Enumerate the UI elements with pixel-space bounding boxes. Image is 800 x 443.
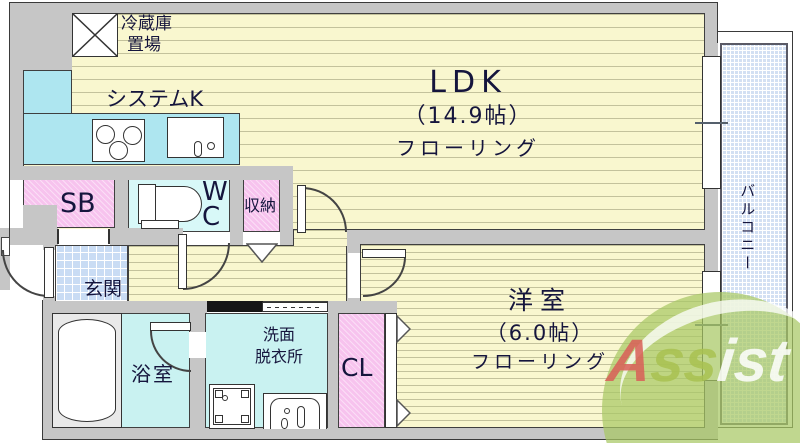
kitchen-counter-vertical	[23, 70, 72, 116]
closet-door-strip	[385, 313, 397, 428]
outline-top	[10, 2, 718, 3]
entrance-tile-floor	[55, 245, 128, 302]
wall-left	[10, 3, 23, 178]
balcony-label: バルコニー	[738, 183, 757, 273]
kitchen-sink	[167, 117, 224, 158]
wall-right-2	[705, 188, 718, 272]
ldk-size: （14.9帖）	[403, 103, 533, 129]
logo-letter-a: A	[604, 327, 655, 394]
toilet-tank	[138, 184, 156, 224]
refrigerator-space-box	[72, 13, 118, 57]
bath-label: 浴室	[131, 362, 175, 386]
entrance-label: 玄関	[84, 278, 123, 300]
washing-machine-inner	[213, 388, 251, 425]
wall-bath-washroom	[190, 313, 205, 428]
fridge-label-line1: 冷蔵庫	[121, 14, 172, 34]
ldk-name: LDK	[429, 65, 507, 100]
wall-bottom	[43, 428, 718, 440]
drain-icon	[207, 142, 215, 150]
western-door-leaf	[362, 249, 406, 258]
vanity-bowl	[270, 398, 320, 429]
hallway-doorway-floor	[293, 230, 347, 246]
stove	[92, 119, 145, 162]
washroom-label-line2: 脱衣所	[254, 347, 303, 367]
washroom-sliding-door	[262, 302, 328, 312]
pan-corner	[241, 415, 249, 423]
faucet-lever-icon	[297, 406, 305, 428]
western-flooring: フローリング	[470, 350, 609, 373]
ldk-flooring: フローリング	[396, 135, 540, 160]
wall-top	[10, 3, 718, 13]
wall-closet-top	[328, 301, 397, 313]
ldk-door-leaf	[297, 185, 306, 233]
ldk-window-tick	[695, 122, 728, 124]
wall-ldk-bottom	[347, 230, 705, 244]
outline-left-bottom	[42, 300, 43, 440]
wall-right-1	[705, 3, 718, 57]
vanity-counter	[263, 393, 327, 429]
bathtub	[58, 319, 116, 422]
wc-door-leaf	[178, 234, 187, 289]
storage-area	[243, 178, 280, 232]
refrigerator-x-icon	[72, 13, 118, 57]
stove-burner-icon	[123, 126, 142, 145]
western-label-block: 洋室 （6.0帖） フローリング	[420, 286, 660, 374]
washroom-label-block: 洗面 脱衣所	[243, 325, 315, 367]
outline-left	[9, 2, 10, 240]
stove-burner-icon	[96, 125, 115, 144]
front-door-leaf	[44, 247, 54, 298]
wc-label-c: C	[202, 202, 221, 232]
sliding-door-dash	[267, 307, 323, 308]
wc-label-w: W	[202, 177, 228, 207]
wall-black-bar	[207, 301, 263, 312]
washing-machine-pan	[209, 384, 255, 429]
shoebox-label: SB	[60, 188, 96, 219]
toilet-base	[141, 220, 179, 229]
storage-door-arrow-icon	[246, 243, 278, 263]
western-name: 洋室	[507, 286, 572, 315]
wall-sb-step	[23, 205, 57, 228]
pan-corner	[215, 390, 223, 398]
kitchen-label: システムK	[106, 87, 204, 111]
stove-burner-icon	[109, 141, 128, 160]
drain-icon	[222, 395, 228, 401]
faucet-icon	[194, 141, 202, 157]
wall-band-bottom-a	[0, 228, 58, 245]
wall-front-door-bottom	[43, 296, 55, 304]
closet-bifold-arrow-icon	[396, 315, 411, 343]
pan-corner	[215, 415, 223, 423]
faucet-icon	[284, 408, 290, 414]
toilet-bowl	[155, 186, 202, 222]
bath-door-leaf	[150, 322, 191, 331]
wall-washroom-closet	[328, 313, 338, 428]
wall-storage-right	[280, 178, 293, 245]
logo-letters-ss: ss	[647, 327, 722, 394]
outline-right	[717, 3, 718, 43]
closet-area	[338, 313, 385, 428]
washroom-label-line1: 洗面	[262, 325, 295, 344]
pan-corner	[241, 390, 249, 398]
fridge-label-line2: 置場	[127, 35, 161, 55]
western-size: （6.0帖）	[485, 320, 595, 345]
western-door-opening	[348, 253, 360, 298]
wall-sb-wc	[115, 178, 128, 228]
ldk-label-block: LDK （14.9帖） フローリング	[348, 65, 588, 160]
logo-letters-ist: ist	[714, 327, 792, 394]
hallway-floor	[128, 245, 347, 302]
closet-bifold-arrow-icon	[396, 399, 411, 427]
logo-text: Assist	[604, 326, 791, 395]
wall-wc-storage	[230, 178, 243, 245]
bath-door-opening	[189, 332, 206, 358]
wall-washroom-top	[43, 301, 207, 313]
wall-band-top	[10, 166, 293, 180]
entrance-opening	[57, 229, 110, 244]
outline-bottom	[42, 439, 718, 440]
soap-dish-icon	[281, 418, 288, 429]
closet-label: CL	[341, 353, 373, 382]
wall-band-bottom-b	[110, 228, 183, 245]
storage-label: 収納	[244, 196, 277, 215]
